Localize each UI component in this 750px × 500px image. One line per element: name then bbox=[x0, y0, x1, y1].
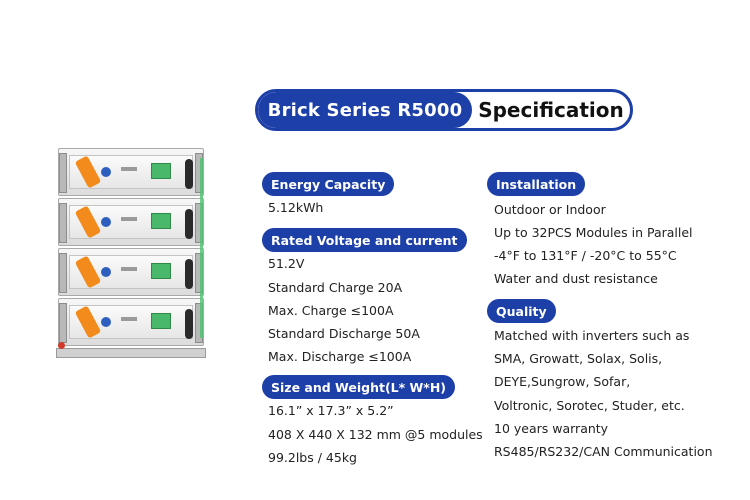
battery-module bbox=[58, 248, 204, 296]
black-cable bbox=[185, 209, 193, 239]
spec-line: 408 X 440 X 132 mm @5 modules bbox=[268, 427, 483, 442]
brand-logo-icon bbox=[101, 317, 111, 327]
spec-line: Standard Charge 20A bbox=[268, 280, 403, 295]
module-label bbox=[121, 167, 137, 171]
black-cable bbox=[185, 159, 193, 189]
section-size-title: Size and Weight(L* W*H) bbox=[262, 375, 456, 399]
section-quality-title: Quality bbox=[487, 299, 556, 323]
spec-line: 16.1” x 17.3” x 5.2” bbox=[268, 403, 394, 418]
battery-module bbox=[58, 198, 204, 246]
spec-line: DEYE,Sungrow, Sofar, bbox=[494, 374, 631, 389]
green-terminal bbox=[151, 313, 171, 329]
spec-title: Specification bbox=[478, 98, 624, 122]
black-cable bbox=[185, 309, 193, 339]
spec-line: 10 years warranty bbox=[494, 421, 609, 436]
battery-module bbox=[58, 298, 204, 346]
title-banner: Brick Series R5000 Specification bbox=[255, 89, 633, 131]
module-handle bbox=[59, 253, 67, 293]
power-button-icon bbox=[58, 342, 65, 349]
module-handle bbox=[59, 153, 67, 193]
module-handle bbox=[59, 303, 67, 343]
spec-line: 99.2lbs / 45kg bbox=[268, 450, 357, 465]
module-handle bbox=[59, 203, 67, 243]
spec-line: Outdoor or Indoor bbox=[494, 202, 606, 217]
black-cable bbox=[185, 259, 193, 289]
rack-base bbox=[56, 348, 206, 358]
green-terminal bbox=[151, 163, 171, 179]
spec-line: 5.12kWh bbox=[268, 200, 324, 215]
spec-line: Matched with inverters such as bbox=[494, 328, 690, 343]
product-title: Brick Series R5000 bbox=[258, 92, 472, 128]
green-terminal bbox=[151, 263, 171, 279]
spec-line: Voltronic, Sorotec, Studer, etc. bbox=[494, 398, 685, 413]
spec-line: Up to 32PCS Modules in Parallel bbox=[494, 225, 693, 240]
section-energy-title: Energy Capacity bbox=[262, 172, 395, 196]
section-voltage-title: Rated Voltage and current bbox=[262, 228, 467, 252]
spec-line: RS485/RS232/CAN Communication bbox=[494, 444, 713, 459]
module-label bbox=[121, 317, 137, 321]
battery-module bbox=[58, 148, 204, 196]
brand-logo-icon bbox=[101, 167, 111, 177]
spec-line: Standard Discharge 50A bbox=[268, 326, 420, 341]
module-label bbox=[121, 267, 137, 271]
spec-line: Water and dust resistance bbox=[494, 271, 658, 286]
brand-logo-icon bbox=[101, 267, 111, 277]
spec-line: -4°F to 131°F / -20°C to 55°C bbox=[494, 248, 677, 263]
spec-line: Max. Charge ≤100A bbox=[268, 303, 394, 318]
spec-line: SMA, Growatt, Solax, Solis, bbox=[494, 351, 663, 366]
module-label bbox=[121, 217, 137, 221]
green-terminal bbox=[151, 213, 171, 229]
spec-line: 51.2V bbox=[268, 256, 305, 271]
green-ground-wire bbox=[200, 158, 203, 338]
section-installation-title: Installation bbox=[487, 172, 586, 196]
battery-rack-image bbox=[52, 148, 212, 358]
brand-logo-icon bbox=[101, 217, 111, 227]
spec-line: Max. Discharge ≤100A bbox=[268, 349, 412, 364]
